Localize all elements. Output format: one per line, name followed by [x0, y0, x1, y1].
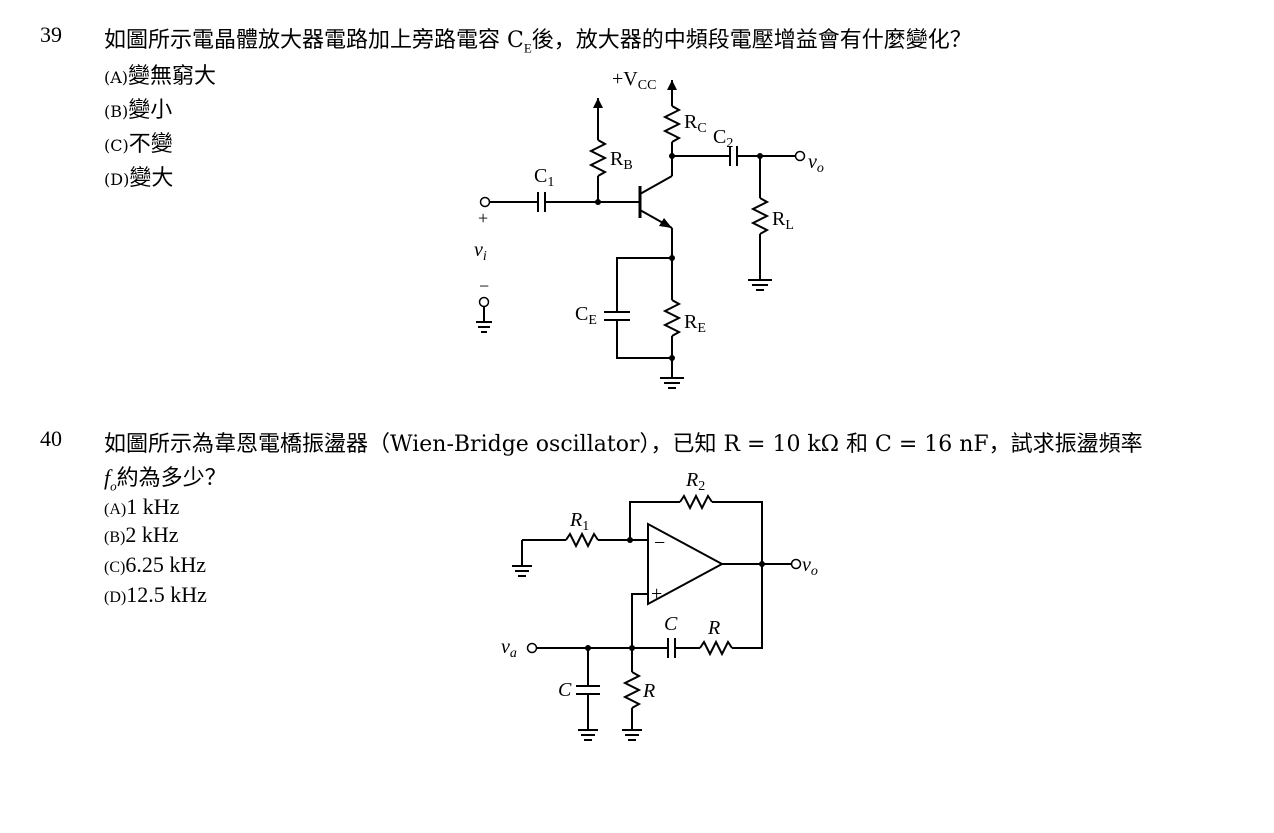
- va-label: va: [501, 636, 517, 661]
- q40-option-c[interactable]: (C)6.25 kHz: [104, 552, 206, 578]
- plus-label: +: [478, 208, 488, 228]
- stem-subscript: E: [523, 40, 532, 56]
- wien-bridge-circuit: R2 R1 − + vo C R va C R: [501, 469, 818, 741]
- c2-label: C2: [713, 126, 733, 151]
- question-39-number: 39: [40, 22, 62, 47]
- stem-part: 約為多少？: [116, 466, 227, 491]
- vcc-label: +VCC: [612, 68, 656, 93]
- option-text: 2 kHz: [125, 522, 179, 547]
- question-40-stem-line2: fo約為多少？: [104, 460, 227, 494]
- r2-label: R2: [685, 469, 705, 494]
- option-text: 12.5 kHz: [126, 582, 207, 607]
- q40-option-d[interactable]: (D)12.5 kHz: [104, 582, 207, 608]
- stem-part-b: 後，放大器的中頻段電壓增益會有什麼變化？: [531, 28, 972, 53]
- r-shunt-label: R: [642, 680, 655, 702]
- stem-part-a: 如圖所示電晶體放大器電路加上旁路電容 C: [104, 28, 524, 53]
- option-text: 1 kHz: [126, 494, 180, 519]
- option-label: (A): [104, 501, 127, 518]
- q39-option-d[interactable]: (D)變大: [104, 160, 173, 192]
- option-text: 不變: [128, 132, 173, 157]
- fo-subscript: o: [110, 478, 117, 494]
- re-label: RE: [684, 311, 706, 336]
- bjt-amplifier-circuit: +VCC RC C2 vo RB C1 RL + vi − CE RE: [474, 68, 824, 389]
- question-40-stem-line1: 如圖所示為韋恩電橋振盪器（Wien-Bridge oscillator），已知 …: [104, 432, 1143, 457]
- vo-label: vo: [808, 151, 824, 176]
- option-text: 變大: [129, 166, 174, 191]
- rc-label: RC: [684, 111, 707, 136]
- c1-label: C1: [534, 165, 554, 190]
- opamp-plus-label: +: [651, 583, 662, 605]
- r1-label: R1: [569, 509, 589, 534]
- q40-option-b[interactable]: (B)2 kHz: [104, 522, 178, 548]
- c-shunt-label: C: [558, 679, 572, 701]
- minus-label: −: [479, 276, 489, 296]
- opamp-minus-label: −: [654, 532, 665, 554]
- q39-option-b[interactable]: (B)變小: [104, 92, 172, 124]
- q39-option-a[interactable]: (A)變無窮大: [104, 58, 216, 90]
- rb-label: RB: [610, 148, 633, 173]
- option-label: (C): [104, 559, 126, 576]
- ce-label: CE: [575, 303, 597, 328]
- question-40-number: 40: [40, 426, 62, 451]
- option-label: (B): [104, 529, 126, 546]
- question-39-stem: 如圖所示電晶體放大器電路加上旁路電容 CE後，放大器的中頻段電壓增益會有什麼變化…: [104, 22, 972, 56]
- rl-label: RL: [772, 208, 794, 233]
- option-label: (C): [104, 136, 129, 155]
- option-label: (B): [104, 102, 129, 121]
- option-label: (D): [104, 170, 130, 189]
- option-label: (A): [104, 68, 129, 87]
- r-series-label: R: [707, 617, 720, 639]
- vi-label: vi: [474, 239, 487, 264]
- option-text: 變小: [128, 98, 173, 123]
- fo-symbol: f: [104, 465, 111, 490]
- option-label: (D): [104, 589, 127, 606]
- option-text: 變無窮大: [128, 64, 217, 89]
- q40-option-a[interactable]: (A)1 kHz: [104, 494, 179, 520]
- c-series-label: C: [664, 613, 678, 635]
- option-text: 6.25 kHz: [125, 552, 206, 577]
- vo-label: vo: [802, 554, 818, 579]
- q39-option-c[interactable]: (C)不變: [104, 126, 173, 158]
